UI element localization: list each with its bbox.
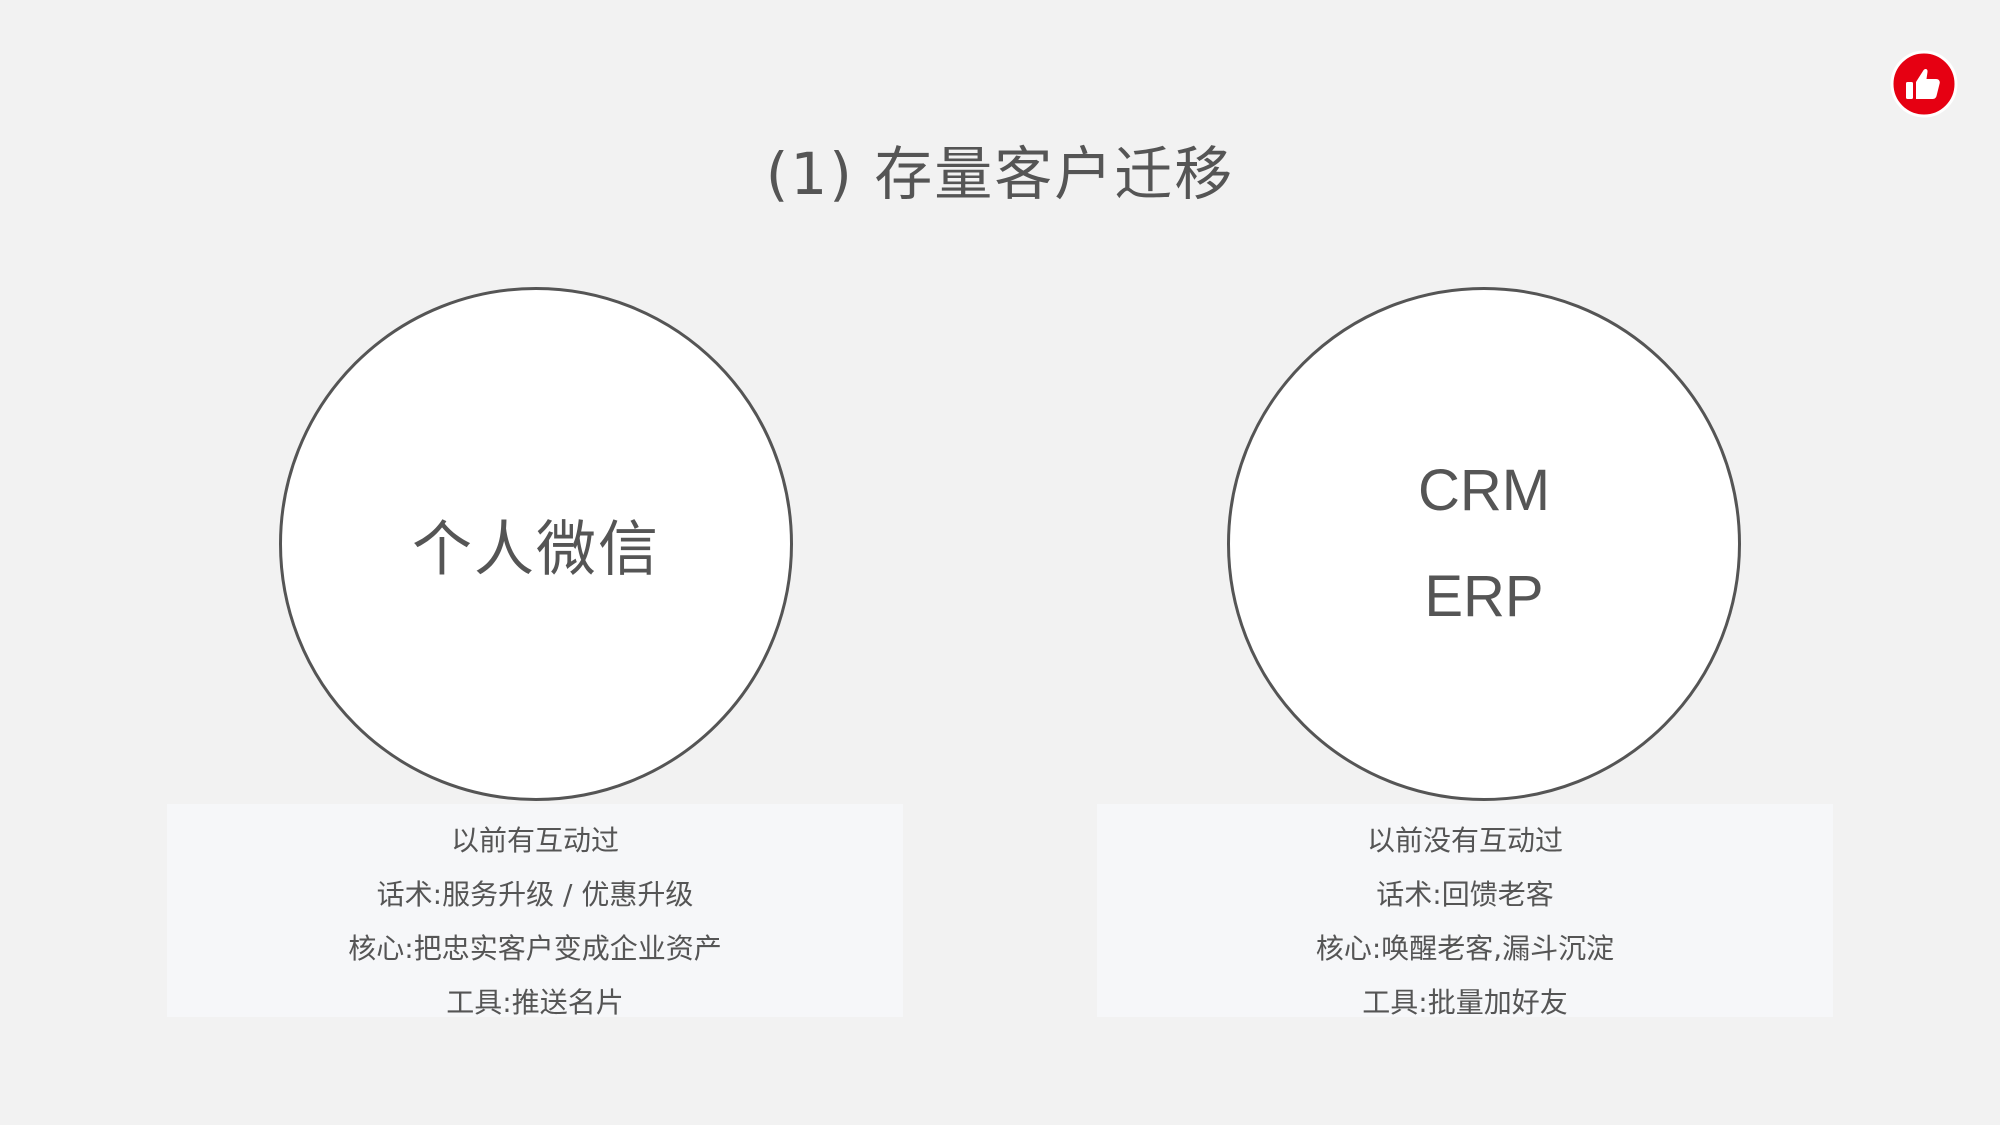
crm-erp-info-box: 以前没有互动过 话术:回馈老客 核心:唤醒老客,漏斗沉淀 工具:批量加好友 (1097, 804, 1833, 1017)
info-line: 工具:推送名片 (446, 986, 624, 1017)
info-line: 话术:回馈老客 (1376, 878, 1554, 911)
crm-label: CRM (1417, 458, 1551, 523)
personal-wechat-info-box: 以前有互动过 话术:服务升级 / 优惠升级 核心:把忠实客户变成企业资产 工具:… (167, 804, 903, 1017)
crm-erp-circle: CRM ERP (1227, 287, 1741, 801)
erp-label: ERP (1424, 564, 1544, 629)
info-line: 核心:把忠实客户变成企业资产 (348, 932, 722, 965)
personal-wechat-label: 个人微信 (412, 514, 660, 585)
thumbs-up-icon (1890, 50, 1958, 118)
info-line: 工具:批量加好友 (1362, 986, 1568, 1017)
page-title: (1) 存量客户迁移 (765, 140, 1235, 208)
info-line: 核心:唤醒老客,漏斗沉淀 (1315, 932, 1615, 965)
personal-wechat-circle: 个人微信 (279, 287, 793, 801)
info-line: 以前没有互动过 (1366, 824, 1563, 857)
info-line: 以前有互动过 (450, 824, 619, 857)
info-line: 话术:服务升级 / 优惠升级 (376, 878, 694, 911)
